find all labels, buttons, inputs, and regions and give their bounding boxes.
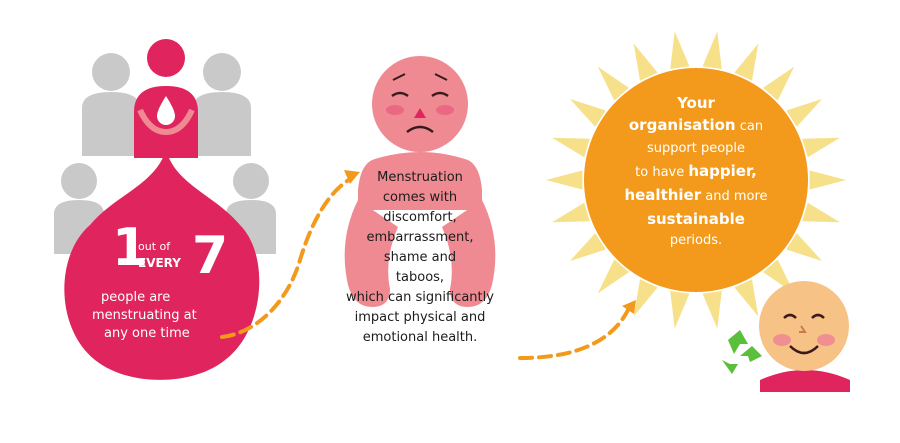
- sun-ray: [786, 233, 823, 262]
- stat-out-of: out of: [138, 240, 171, 253]
- sun-line-periods: periods.: [669, 233, 723, 248]
- arrow-head-2: [622, 300, 636, 314]
- sad-face-icon: [372, 56, 468, 152]
- impact-line-6: taboos,: [395, 270, 445, 285]
- sun-organisation: organisation: [628, 116, 736, 134]
- sun-can: can: [735, 119, 764, 134]
- sun-happier: happier,: [688, 162, 757, 180]
- arrow-head-1: [344, 170, 360, 184]
- sun-ray: [702, 31, 722, 69]
- stat-every: EVERY: [138, 256, 181, 270]
- impact-line-5: shame and: [383, 250, 457, 265]
- impact-line-2: comes with: [382, 190, 458, 205]
- sun-ray: [546, 170, 583, 190]
- stat-line-3: any one time: [104, 326, 190, 341]
- sun-healthier: healthier: [624, 186, 702, 204]
- sun-to-have: to have: [635, 165, 689, 180]
- sun-line-5: healthier and more: [596, 184, 796, 208]
- sun-ray: [569, 233, 606, 262]
- stat-line-2: menstruating at: [92, 308, 197, 323]
- sun-ray: [802, 137, 840, 158]
- sun-and-more: and more: [701, 189, 768, 204]
- stat-seven: 7: [192, 226, 229, 286]
- sun-line-4: to have happier,: [596, 160, 796, 184]
- sun-ray: [763, 66, 795, 101]
- sun-ray: [552, 202, 590, 223]
- sun-icon: [546, 31, 846, 329]
- sun-ray: [734, 279, 759, 317]
- sun-ray: [786, 98, 823, 127]
- sun-ray: [597, 259, 629, 294]
- sun-ray: [633, 43, 658, 81]
- sun-ray: [670, 291, 690, 329]
- stat-one: 1: [112, 218, 149, 278]
- impact-line-3: discomfort,: [383, 210, 457, 225]
- impact-line-7: which can significantly: [346, 290, 494, 305]
- stat-line-1: people are: [101, 290, 171, 305]
- sun-ray: [633, 279, 658, 317]
- sad-body-shape: [344, 152, 496, 307]
- sun-ray: [734, 43, 759, 81]
- impact-line-1: Menstruation: [377, 170, 463, 185]
- blood-drop-icon: [157, 96, 175, 125]
- sun-line-support: support people: [646, 141, 746, 156]
- sun-line-your: Your: [677, 94, 715, 112]
- impact-line-8: impact physical and: [354, 310, 486, 325]
- impact-text: Menstruation comes with discomfort, emba…: [305, 168, 535, 348]
- dashed-arrow-icon: [220, 176, 630, 360]
- sun-ray: [569, 98, 606, 127]
- sun-line-2: organisation can: [596, 114, 796, 138]
- sun-ray: [802, 202, 840, 223]
- impact-line-4: embarrassment,: [366, 230, 474, 245]
- sun-text: Your organisation can support people to …: [596, 92, 796, 252]
- sun-line-sustainable: sustainable: [647, 210, 745, 228]
- sun-ray: [552, 137, 590, 158]
- sun-ray: [670, 31, 690, 69]
- recycle-icon: [722, 330, 762, 374]
- smiling-child-icon: [759, 281, 850, 392]
- impact-line-9: emotional health.: [362, 330, 478, 345]
- sun-ray: [702, 291, 722, 329]
- pink-drop-shape: [64, 150, 260, 380]
- menstruating-person-icon: [134, 39, 198, 158]
- sun-ray: [809, 170, 846, 190]
- sun-ray: [597, 66, 629, 101]
